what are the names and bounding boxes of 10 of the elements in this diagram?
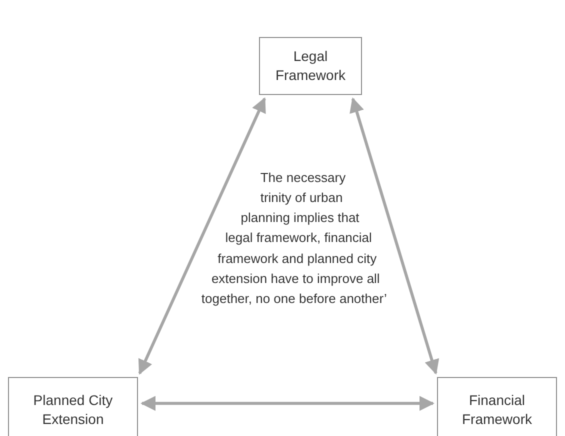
double-arrow — [138, 97, 266, 375]
box-label: Planned City Extension — [32, 391, 114, 429]
double-arrow — [350, 97, 440, 375]
text-box — [8, 377, 138, 436]
box-label: Financial Framework — [460, 391, 533, 429]
text-box — [437, 377, 557, 436]
box-label: Legal Framework — [274, 47, 346, 85]
note-text: The necessary trinity of urban planning implies that legal framework, financial framework and planned city extension have to improve all together, no one before another’ — [200, 169, 388, 308]
text-box — [259, 37, 362, 95]
double-arrow — [140, 396, 434, 411]
